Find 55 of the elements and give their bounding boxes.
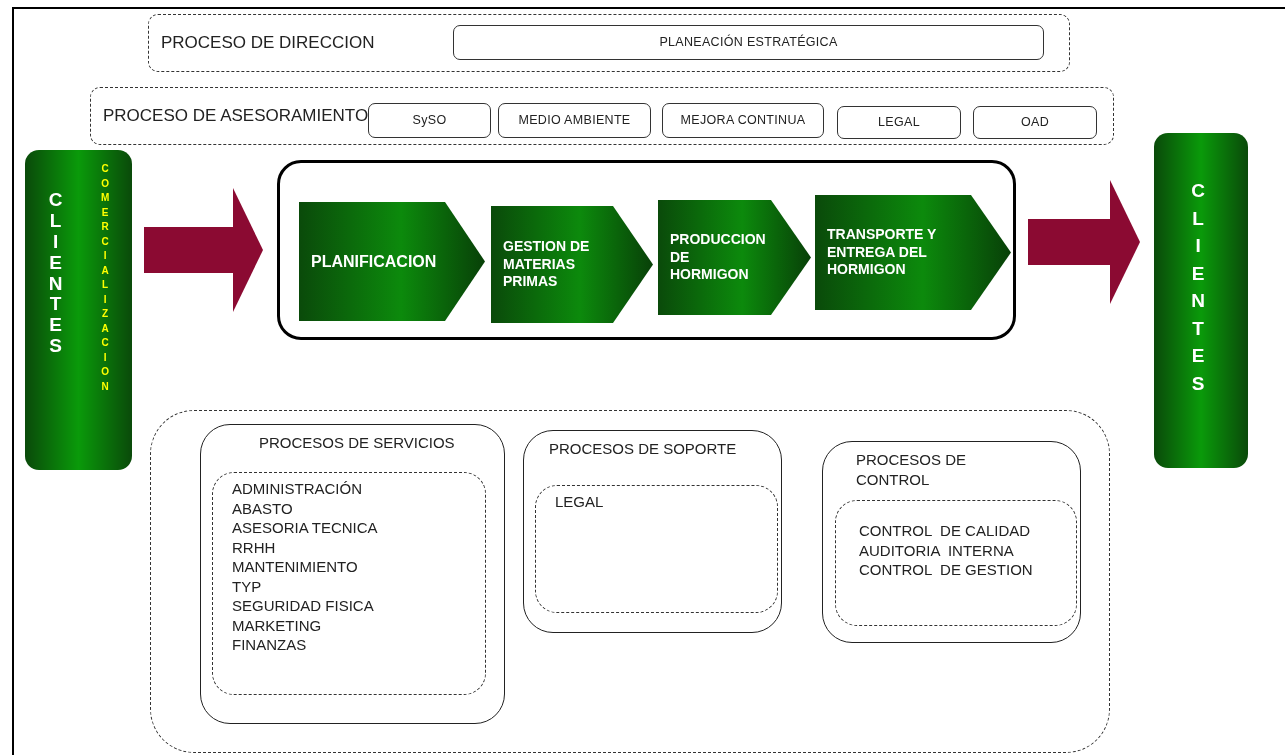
- group-heading: PROCESOS DE CONTROL: [856, 450, 968, 489]
- list-item: FINANZAS: [232, 635, 308, 655]
- process-pill: [453, 25, 1044, 60]
- chevron-step: [491, 206, 653, 323]
- list-item: ASESORIA TECNICA: [232, 518, 379, 538]
- process-group: [200, 424, 505, 724]
- band-heading: PROCESO DE ASESORAMIENTO: [103, 105, 369, 128]
- pill-label: MEJORA CONTINUA: [680, 112, 806, 130]
- list-item: RRHH: [232, 537, 277, 557]
- list-item: LEGAL: [555, 492, 605, 512]
- process-pill: [837, 106, 961, 139]
- pill-label: LEGAL: [878, 114, 920, 132]
- clients-bar: [25, 150, 132, 470]
- process-band: [148, 14, 1070, 72]
- pill-label: MEDIO AMBIENTE: [518, 112, 631, 130]
- list-item: CONTROL DE CALIDAD: [859, 521, 1032, 541]
- process-pill: [368, 103, 491, 138]
- list-item: MANTENIMIENTO: [232, 557, 359, 577]
- block-arrow: [1028, 180, 1140, 304]
- step-label: GESTION DE MATERIAS PRIMAS: [503, 238, 591, 291]
- list-item: TYP: [232, 576, 263, 596]
- group-heading: PROCESOS DE SOPORTE: [549, 439, 738, 459]
- vertical-sublabel: COMERCIALIZACION: [99, 162, 116, 394]
- pill-label: PLANEACIÓN ESTRATÉGICA: [659, 33, 838, 52]
- process-band: [90, 87, 1114, 145]
- vertical-label: CLIENTES: [47, 190, 75, 359]
- list-item: ADMINISTRACIÓN: [232, 479, 363, 499]
- vertical-label: CLIENTES: [1190, 179, 1218, 396]
- list-item: MARKETING: [232, 615, 323, 635]
- chevron-step: [658, 200, 811, 315]
- pill-label: OAD: [1021, 114, 1049, 132]
- process-pill: [973, 106, 1097, 139]
- list-item: CONTROL DE GESTION: [859, 560, 1034, 580]
- support-area: [150, 410, 1110, 753]
- chevron-step: [299, 202, 485, 321]
- process-list: [835, 500, 1077, 626]
- pill-label: SySO: [412, 112, 447, 130]
- list-item: SEGURIDAD FISICA: [232, 596, 375, 616]
- process-pill: [662, 103, 824, 138]
- process-list: [212, 472, 486, 695]
- step-label: PRODUCCION DE HORMIGON: [670, 231, 767, 284]
- step-label: PLANIFICACION: [311, 251, 437, 272]
- list-item: ABASTO: [232, 498, 294, 518]
- group-heading: PROCESOS DE SERVICIOS: [259, 433, 456, 453]
- step-label: TRANSPORTE Y ENTREGA DEL HORMIGON: [827, 226, 938, 279]
- band-heading: PROCESO DE DIRECCION: [161, 32, 375, 55]
- process-list: [535, 485, 778, 613]
- block-arrow: [144, 188, 263, 312]
- list-item: AUDITORIA INTERNA: [859, 540, 1015, 560]
- process-group: [523, 430, 782, 633]
- clients-bar: [1154, 133, 1248, 468]
- process-group: [822, 441, 1081, 643]
- process-pill: [498, 103, 651, 138]
- chevron-step: [815, 195, 1011, 310]
- core-process-frame: [277, 160, 1016, 340]
